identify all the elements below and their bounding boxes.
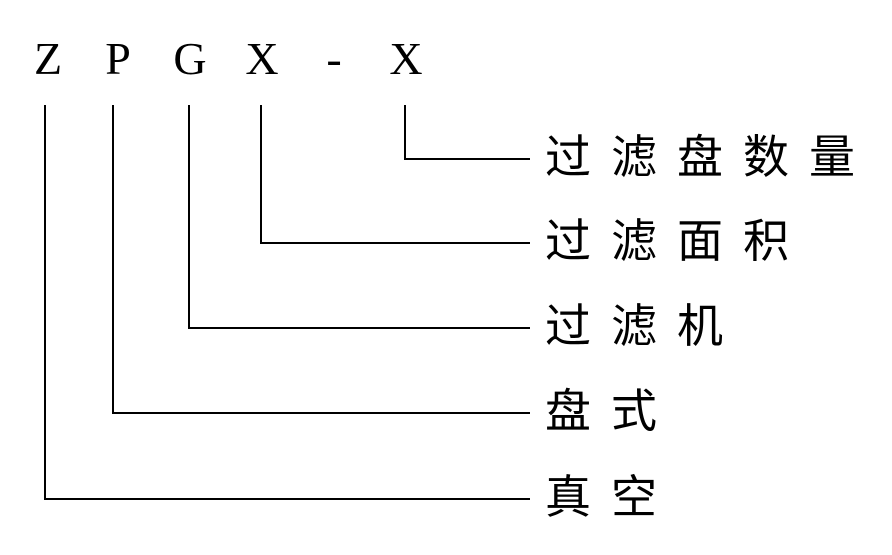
leader-horizontal-4 — [44, 498, 530, 500]
leader-vertical-2 — [188, 105, 190, 327]
model-code-char-5: X — [389, 33, 423, 84]
model-code-char-4: - — [326, 33, 342, 84]
leader-horizontal-0 — [404, 158, 530, 160]
legend-label-filter-machine: 过滤机 — [545, 299, 743, 353]
leader-horizontal-2 — [188, 327, 530, 329]
legend-label-filter-area: 过滤面积 — [545, 214, 809, 268]
leader-vertical-0 — [404, 105, 406, 158]
legend-label-vacuum: 真空 — [545, 470, 677, 524]
leader-vertical-3 — [112, 105, 114, 412]
leader-horizontal-1 — [260, 242, 530, 244]
leader-horizontal-3 — [112, 412, 530, 414]
legend-label-disc-type: 盘式 — [545, 384, 677, 438]
model-code-char-0: Z — [33, 33, 63, 84]
leader-vertical-1 — [260, 105, 262, 242]
model-code-char-1: P — [105, 33, 131, 84]
leader-vertical-4 — [44, 105, 46, 498]
model-code-char-2: G — [173, 33, 207, 84]
legend-label-filter-disc-quantity: 过滤盘数量 — [545, 130, 875, 184]
model-code-char-3: X — [245, 33, 279, 84]
